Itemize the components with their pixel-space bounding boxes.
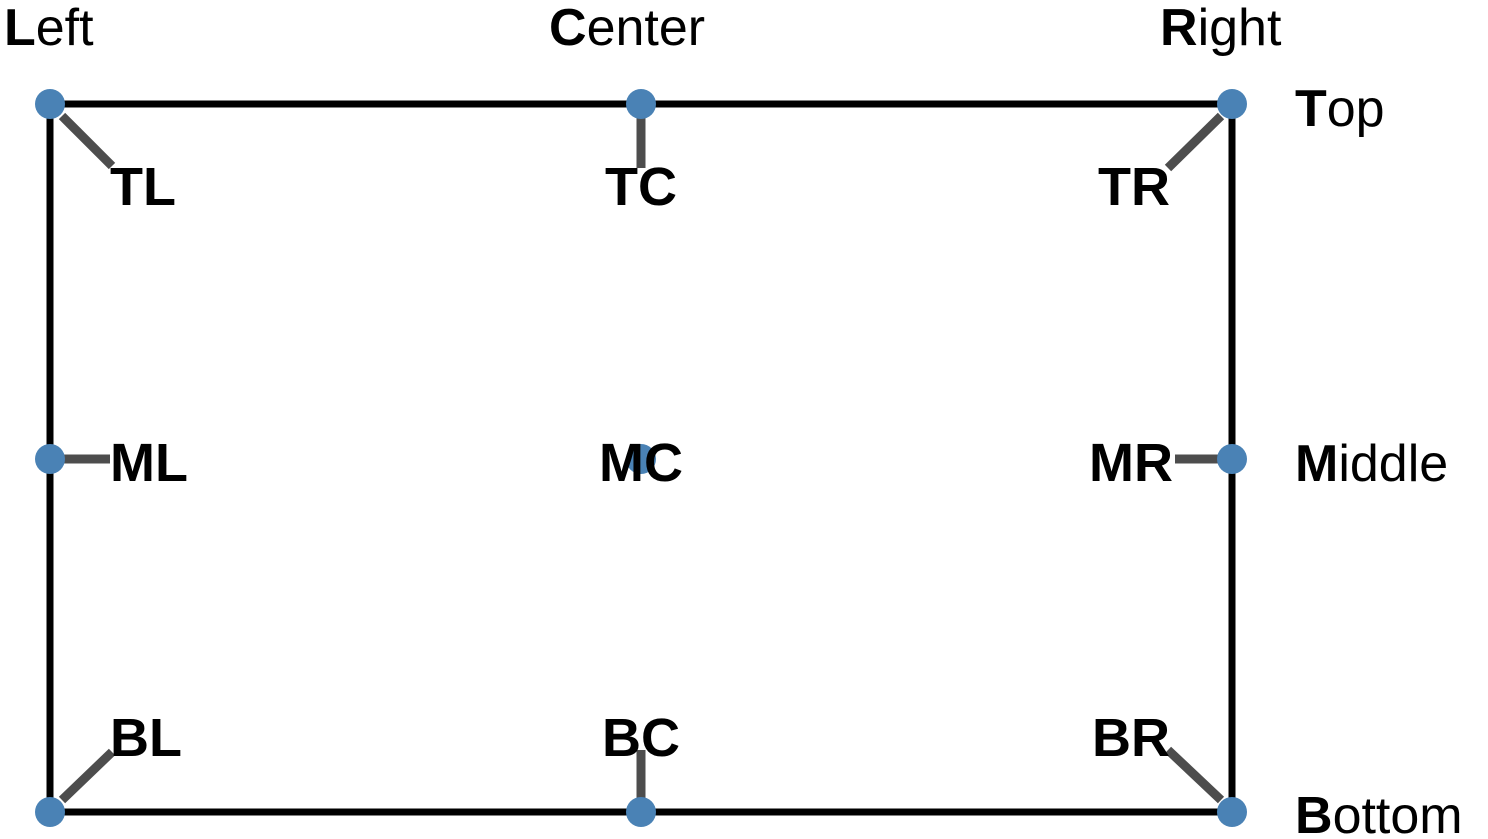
node-marker-tl[interactable] [35, 89, 65, 119]
leader-line-br [1164, 746, 1225, 804]
node-label-bc: BC [602, 708, 680, 768]
node-label-tl: TL [110, 157, 176, 217]
node-marker-mr[interactable] [1217, 444, 1247, 474]
node-marker-bc[interactable] [626, 797, 656, 827]
row-label-bottom: Bottom [1295, 787, 1463, 839]
node-label-tc: TC [605, 157, 677, 217]
leader-line-bl [58, 748, 116, 804]
node-label-mc: MC [599, 433, 683, 493]
node-label-tr: TR [1098, 157, 1170, 217]
row-label-top: Top [1295, 80, 1385, 138]
node-labels: TL TC TR ML MC MR BL BC BR [110, 157, 1173, 768]
node-marker-tr[interactable] [1217, 89, 1247, 119]
column-header-left: Left [4, 0, 94, 57]
node-label-mr: MR [1089, 433, 1173, 493]
row-label-middle: Middle [1295, 435, 1448, 493]
leader-line-tr [1164, 112, 1225, 172]
column-header-right: Right [1160, 0, 1282, 57]
node-label-br: BR [1092, 708, 1170, 768]
node-marker-tc[interactable] [626, 89, 656, 119]
node-label-ml: ML [110, 433, 188, 493]
node-marker-mc[interactable] [626, 444, 656, 474]
node-label-bl: BL [110, 708, 182, 768]
column-header-labels: Left Center Right [4, 0, 1282, 57]
node-marker-br[interactable] [1217, 797, 1247, 827]
column-header-center: Center [549, 0, 705, 57]
leader-lines [58, 112, 1225, 804]
node-marker-bl[interactable] [35, 797, 65, 827]
leader-line-tl [58, 112, 116, 170]
node-markers [35, 89, 1247, 827]
node-marker-ml[interactable] [35, 444, 65, 474]
